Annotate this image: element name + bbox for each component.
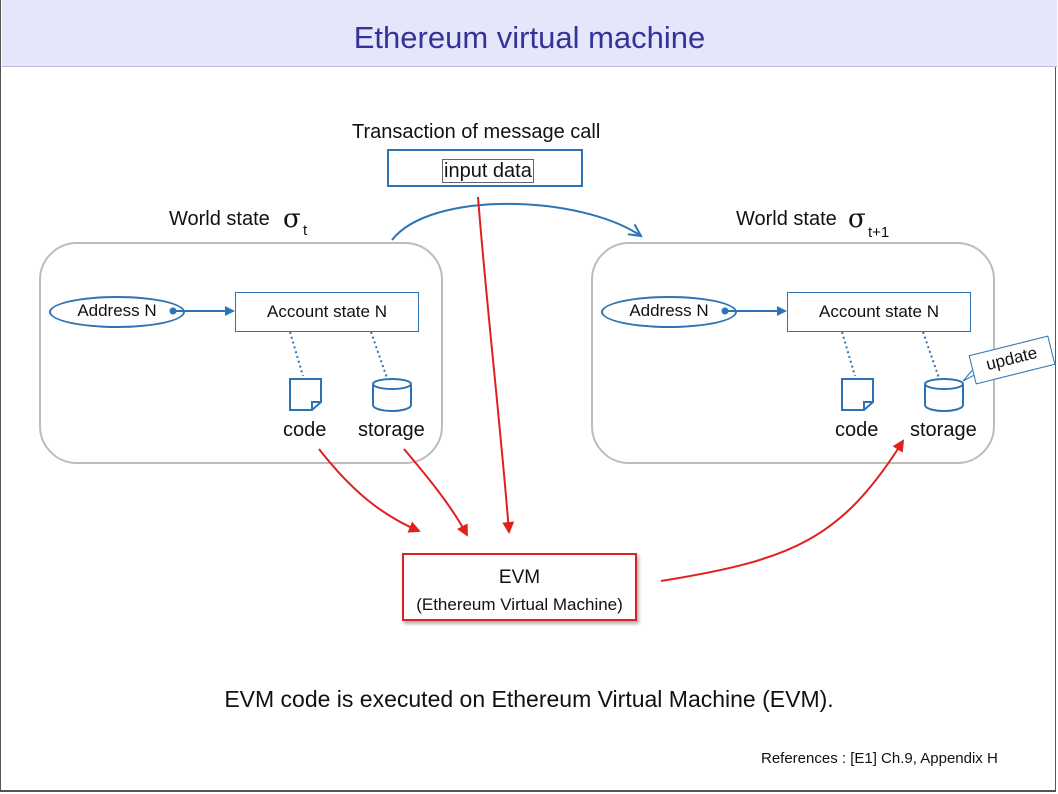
world-state-left-box — [39, 242, 443, 464]
sigma-left-subscript: t — [303, 222, 308, 239]
world-state-right-label: World state — [736, 208, 837, 230]
storage-right-label: storage — [910, 419, 977, 441]
code-right-label: code — [835, 419, 879, 441]
evm-name: EVM — [498, 567, 541, 588]
slide-title: Ethereum virtual machine — [353, 20, 706, 55]
evm-to-storage-arrow — [660, 439, 905, 582]
evm-full-name: (Ethereum Virtual Machine) — [416, 595, 623, 614]
world-state-right-box — [591, 242, 995, 464]
input-to-evm-arrow — [477, 196, 515, 534]
storage-to-evm-arrow — [403, 448, 468, 537]
storage-cylinder-icon — [372, 378, 412, 412]
address-left-label: Address N — [77, 301, 157, 320]
state-transition-arrow — [391, 202, 641, 241]
transaction-box: input data — [387, 149, 583, 187]
sigma-left: σ — [283, 204, 301, 234]
storage-left-label: storage — [358, 419, 425, 441]
code-file-icon — [841, 378, 874, 411]
world-state-left-label: World state — [169, 208, 270, 230]
storage-cylinder-icon — [924, 378, 964, 412]
address-right-label: Address N — [629, 301, 709, 320]
references-text: References : [E1] Ch.9, Appendix H — [761, 750, 998, 767]
account-state-right: Account state N — [787, 292, 971, 332]
account-state-left: Account state N — [235, 292, 419, 332]
title-bar: Ethereum virtual machine — [2, 0, 1057, 67]
statement-text: EVM code is executed on Ethereum Virtual… — [224, 686, 834, 712]
transaction-caption: Transaction of message call — [352, 121, 601, 143]
sigma-right-subscript: t+1 — [868, 224, 890, 241]
sigma-right: σ — [848, 204, 866, 234]
code-left-label: code — [283, 419, 327, 441]
evm-box: EVM (Ethereum Virtual Machine) — [402, 553, 637, 621]
input-data-label: input data — [442, 159, 534, 183]
code-file-icon — [289, 378, 322, 411]
code-to-evm-arrow — [318, 448, 421, 533]
